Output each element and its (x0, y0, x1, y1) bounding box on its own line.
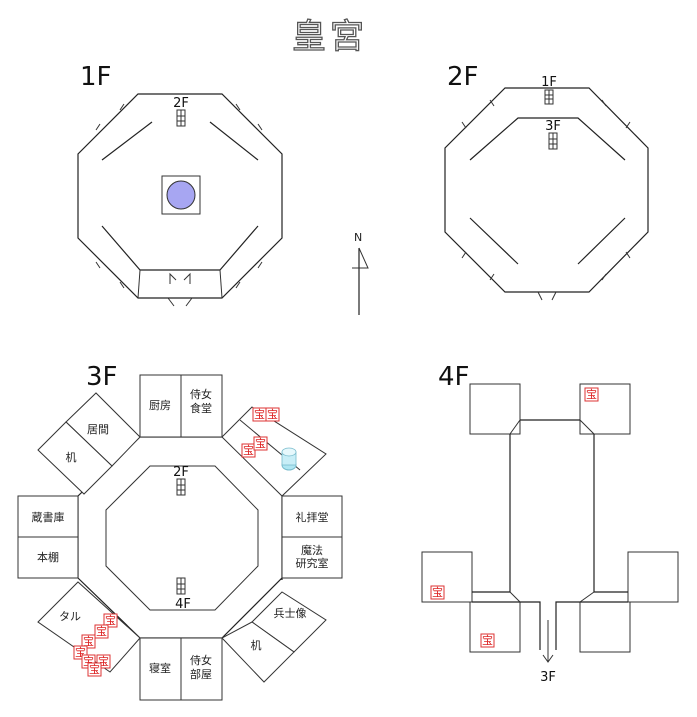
room-label-desk-nw: 机 (66, 450, 77, 464)
treasure-label: 宝 (89, 662, 100, 676)
room-bedroom (139, 637, 182, 701)
room-desk-se (221, 621, 295, 683)
treasure-label: 宝 (105, 613, 116, 627)
room-label-soldier-statue: 兵士像 (274, 607, 307, 620)
room-label-living: 居間 (87, 423, 109, 436)
floor-4f: 4F 3F (421, 362, 679, 685)
treasure-chest-icon[interactable]: 宝 (480, 633, 495, 648)
stairs-2f-to-1f[interactable]: 1F (541, 75, 557, 105)
stairs-label: 3F (545, 119, 561, 134)
treasure-label: 宝 (75, 645, 86, 659)
treasure-chest-icon[interactable]: 宝 (94, 624, 109, 639)
room-label-magic-lab-line1: 魔法 (301, 543, 323, 557)
floor-2f: 2F 1F 3F (444, 62, 649, 301)
room-4f-nw (469, 383, 521, 435)
treasure-chest-icon[interactable]: 宝 (87, 662, 102, 677)
stairs-3f-to-4f[interactable]: 4F (175, 577, 191, 612)
treasure-label: 宝 (255, 436, 266, 450)
stairs-4f-to-3f[interactable]: 3F (540, 620, 556, 685)
treasure-chest-icon[interactable]: 宝 (265, 407, 280, 422)
stairs-label: 3F (540, 670, 556, 685)
room-label-magic-lab-line2: 研究室 (296, 556, 329, 570)
treasure-label: 宝 (482, 633, 493, 647)
room-kitchen (139, 374, 182, 438)
room-label-bedroom: 寝室 (149, 661, 171, 675)
compass-label: N (354, 231, 362, 244)
room-ne (221, 406, 327, 497)
floor-3f-inner (105, 465, 259, 611)
floor-label-1f: 1F (80, 62, 112, 92)
room-4f-se (579, 601, 631, 653)
treasure-label: 宝 (83, 634, 94, 648)
treasure-label: 宝 (254, 407, 265, 421)
orb-icon (166, 180, 196, 210)
map-title: 皇宮 (292, 17, 368, 57)
stairs-3f-to-2f[interactable]: 2F (173, 465, 189, 496)
room-bookshelf (17, 536, 79, 579)
treasure-label: 宝 (98, 654, 109, 668)
room-label-maid-room-line2: 部屋 (190, 667, 212, 681)
stairs-label: 4F (175, 597, 191, 612)
treasure-chest-icon[interactable]: 宝 (241, 443, 256, 458)
treasure-label: 宝 (243, 443, 254, 457)
stairs-2f-to-3f[interactable]: 3F (545, 119, 561, 150)
room-4f-e (627, 551, 679, 603)
room-label-maid-dining-line2: 食堂 (190, 401, 212, 415)
room-4f-w (421, 551, 473, 603)
treasure-chest-icon[interactable]: 宝 (253, 436, 268, 451)
compass: N (352, 231, 369, 315)
floor-label-4f: 4F (438, 362, 470, 392)
floor-label-2f: 2F (447, 62, 479, 92)
treasure-chest-icon[interactable]: 宝 (81, 634, 96, 649)
room-label-bookshelf: 本棚 (37, 550, 59, 564)
stairs-label: 2F (173, 465, 189, 480)
stairs-arrow-icon (542, 620, 554, 663)
room-label-library: 蔵書庫 (32, 510, 65, 524)
floor-1f: 1F 2F (77, 62, 283, 307)
treasure-chest-icon[interactable]: 宝 (252, 407, 267, 422)
room-magic-lab (281, 536, 343, 579)
treasure-chest-icon[interactable]: 宝 (103, 613, 118, 628)
room-label-maid-dining-line1: 侍女 (190, 387, 212, 401)
room-label-barrel: タル (59, 610, 81, 623)
floor-3f: 3F 厨房 侍女 食堂 居間 机 蔵書庫 本棚 礼拝堂 魔法 研究室 (17, 362, 343, 701)
floor-label-3f: 3F (86, 362, 118, 392)
crystal-icon[interactable] (281, 447, 297, 471)
room-desk-nw (37, 421, 113, 495)
room-maid-room (180, 637, 223, 701)
room-4f-sw (469, 601, 521, 653)
stairs-label: 1F (541, 75, 557, 90)
room-maid-dining (180, 374, 223, 438)
entrance-arrows-icon (169, 272, 191, 284)
room-label-desk-se: 机 (251, 638, 262, 652)
treasure-chest-icon[interactable]: 宝 (430, 585, 445, 600)
treasure-label: 宝 (432, 585, 443, 599)
stairs-1f-to-2f[interactable]: 2F (173, 96, 189, 127)
treasure-label: 宝 (83, 654, 94, 668)
room-label-maid-room-line1: 侍女 (190, 653, 212, 667)
room-label-chapel: 礼拝堂 (296, 510, 329, 524)
treasure-chest-icon[interactable]: 宝 (584, 387, 599, 402)
stairs-label: 2F (173, 96, 189, 111)
treasure-label: 宝 (267, 407, 278, 421)
room-label-kitchen: 厨房 (149, 399, 171, 412)
treasure-label: 宝 (96, 624, 107, 638)
floor-2f-outline (444, 87, 649, 293)
treasure-label: 宝 (586, 387, 597, 401)
treasure-markers: 宝宝宝宝宝宝宝宝宝宝宝宝宝宝 (73, 387, 599, 677)
